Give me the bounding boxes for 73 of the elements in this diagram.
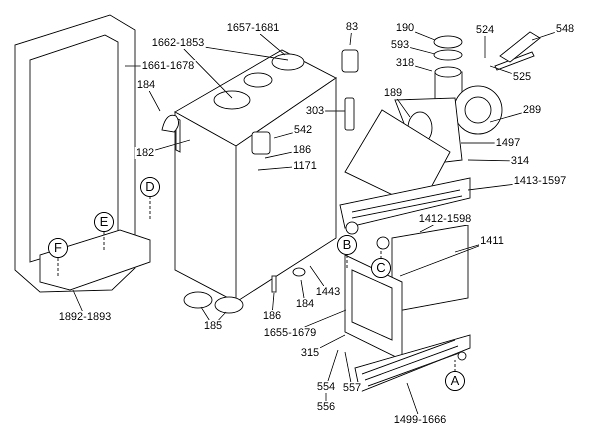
callout-number: 1662-1853 [150,37,206,49]
leader-line [414,32,436,40]
callout-number: 1443 [314,286,342,298]
leader-line [310,266,324,286]
leader-line [460,142,496,144]
circled-letter: C [371,258,391,278]
callout-number: 186 [292,144,312,156]
leader-line [468,160,510,162]
callout-number: 1497 [494,137,522,149]
leader-line [410,47,436,54]
leader-line [454,244,480,252]
callout-number: 525 [512,71,532,83]
leader-line [148,90,160,112]
callout-number: 315 [300,347,320,359]
callout-number: 189 [382,87,404,99]
callout-number: 1171 [292,160,318,172]
leader-line [400,245,480,276]
leader-line [183,48,232,98]
callout-number: 548 [554,23,576,35]
callout-number: 524 [474,24,496,36]
callout-number: 557 [342,382,362,394]
callout-number: 1657-1681 [226,22,280,34]
leader-line [414,66,432,72]
callout-number: 83 [344,21,360,33]
callout-number: 318 [394,57,416,69]
leader-line [260,34,286,56]
circled-letter: A [445,371,465,391]
leader-line [490,112,522,122]
leader-line [304,310,346,328]
callout-number: 314 [510,155,530,167]
leader-line [532,32,556,40]
leader-line [396,98,410,118]
leader-line [154,140,190,150]
leader-line [200,306,210,320]
callout-number: 1499-1666 [392,414,448,426]
leader-line [320,334,346,348]
leader-line [420,224,434,232]
leader-line [328,350,338,382]
callout-number: 1661-1678 [140,60,196,72]
callout-number: 186 [262,310,282,322]
leader-line [406,382,418,414]
callout-number: 1412-1598 [418,213,472,225]
leader-line [344,352,352,382]
callout-number: 556 [316,401,336,413]
callout-number: 289 [522,104,542,116]
leader-line [264,152,292,158]
callout-number: 303 [304,105,326,117]
callout-number: 184 [136,79,156,91]
callout-number: 190 [394,22,416,34]
callout-number: 182 [134,147,156,159]
leader-line [300,280,304,298]
callout-number: 593 [390,39,410,51]
leader-line [484,36,486,58]
leader-line [490,66,512,74]
leader-line [272,292,274,310]
callout-number: 1411 [479,235,505,247]
circled-letter: B [337,235,357,255]
callout-number: 184 [294,298,316,310]
callout-number: 554 [316,381,336,393]
callout-number: 185 [202,320,224,332]
leader-line [258,166,293,170]
leader-line [218,312,226,320]
callout-number: 1413-1597 [512,175,568,187]
leader-line [274,132,294,138]
callout-number: 1655-1679 [262,327,318,339]
callout-number: 542 [292,124,314,136]
leader-line [350,32,352,46]
callout-number: 1892-1893 [58,311,112,323]
leader-line [72,290,83,312]
leader-line [324,110,346,112]
leader-line [468,184,514,190]
circled-letter: D [140,177,160,197]
leader-line [204,46,288,60]
